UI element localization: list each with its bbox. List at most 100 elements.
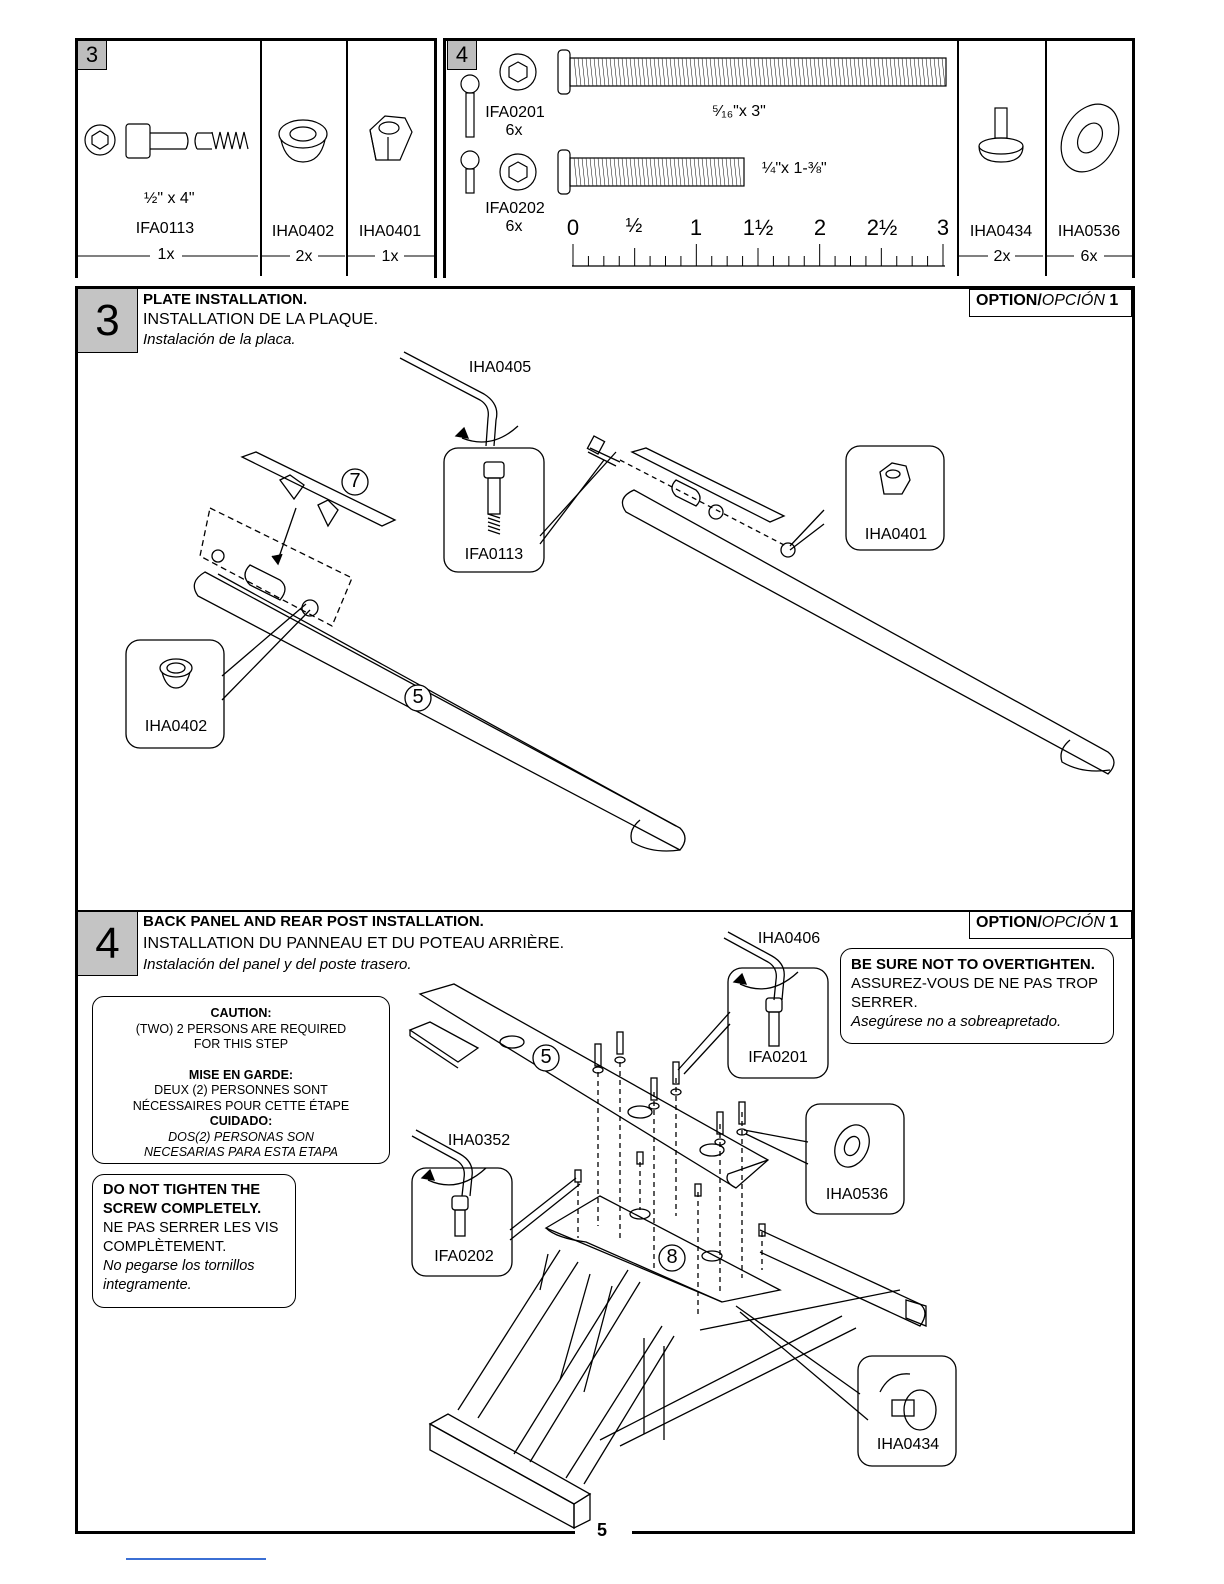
thread-line [645, 157, 650, 187]
hardware-panel-left [75, 38, 437, 278]
thread-line [697, 157, 702, 187]
thread-line [849, 57, 854, 87]
steps-frame [75, 286, 1135, 1534]
thread-line [605, 157, 610, 187]
option-es: OPCIÓN [1041, 292, 1105, 309]
thread-line [637, 157, 642, 187]
thread-line [573, 57, 578, 87]
thread-line [853, 57, 858, 87]
thread-line [725, 57, 730, 87]
thread-line [889, 57, 894, 87]
thread-line [613, 157, 618, 187]
bolt-qty-label: 1x [157, 246, 175, 263]
step4-title-es: Instalación del panel y del poste traser… [143, 956, 412, 973]
hardware-illustrations [78, 49, 1132, 267]
thread-line [661, 157, 666, 187]
overtighten-en: BE SURE NOT TO OVERTIGHTEN. [851, 956, 1095, 973]
thread-line [929, 57, 934, 87]
thread-line [829, 57, 834, 87]
thread-line [681, 157, 686, 187]
glide-code-label: IHA0434 [969, 223, 1033, 240]
no-tighten-fr-2: COMPLÈTEMENT. [103, 1239, 227, 1255]
caution-fr-2: NÉCESSAIRES POUR CETTE ÉTAPE [132, 1098, 350, 1113]
nut-code-label: IHA0401 [358, 223, 422, 240]
ruler-label-2: 2 [813, 215, 827, 240]
thread-line [625, 57, 630, 87]
thread-line [673, 57, 678, 87]
step3-number: 3 [78, 289, 138, 353]
thread-line [669, 157, 674, 187]
thread-line [609, 57, 614, 87]
caution-es-1: DOS(2) PERSONAS SON [168, 1129, 314, 1144]
thread-line [705, 57, 710, 87]
thread-line [597, 57, 602, 87]
thread-line [833, 57, 838, 87]
thread-line [793, 57, 798, 87]
step4-option-badge: OPTION/OPCIÓN 1 [969, 911, 1132, 939]
thread-line [577, 157, 582, 187]
thread-line [713, 57, 718, 87]
thread-line [617, 157, 622, 187]
thread-line [673, 157, 678, 187]
thread-line [813, 57, 818, 87]
thread-line [737, 57, 742, 87]
screw-b-qty: 6x [505, 218, 523, 235]
thread-line [625, 157, 630, 187]
thread-line [877, 57, 882, 87]
screw-a-size: ⁵⁄₁₆"x 3" [712, 103, 766, 120]
thread-line [913, 57, 918, 87]
cap-code-label: IHA0402 [271, 223, 335, 240]
thread-line [773, 57, 778, 87]
overtighten-fr-2: SERRER. [851, 994, 918, 1011]
ruler-label-1-half: 1½ [742, 215, 774, 240]
step3-part-plate: 7 [349, 470, 361, 492]
thread-line [777, 57, 782, 87]
step4-title-en: BACK PANEL AND REAR POST INSTALLATION. [143, 913, 484, 930]
thread-line [785, 57, 790, 87]
no-tighten-box: DO NOT TIGHTEN THE SCREW COMPLETELY. NE … [92, 1174, 296, 1308]
thread-line [837, 57, 842, 87]
thread-line [617, 57, 622, 87]
caution-fr-1: DEUX (2) PERSONNES SONT [154, 1083, 328, 1097]
thread-line [729, 157, 734, 187]
caution-es-2: NECESARIAS PARA ESTA ETAPA [143, 1145, 339, 1159]
thread-line [845, 57, 850, 87]
thread-line [701, 157, 706, 187]
thread-line [769, 57, 774, 87]
thread-line [905, 57, 910, 87]
no-tighten-fr-1: NE PAS SERRER LES VIS [103, 1220, 279, 1236]
thread-line [713, 157, 718, 187]
thread-line [661, 57, 666, 87]
thread-line [733, 57, 738, 87]
thread-line [685, 57, 690, 87]
thread-line [649, 57, 654, 87]
footer-link[interactable] [126, 1558, 266, 1560]
thread-line [825, 57, 830, 87]
step3-part-post: 5 [412, 686, 424, 708]
thread-line [601, 157, 606, 187]
thread-line [885, 57, 890, 87]
thread-line [641, 57, 646, 87]
step4-part-post: 5 [540, 1046, 552, 1068]
hardware-step-number: 3 [77, 40, 107, 70]
thread-line [869, 57, 874, 87]
no-tighten-es-2: integramente. [103, 1277, 192, 1293]
cap-qty-label: 2x [295, 248, 313, 265]
caution-title-en: CAUTION: [210, 1006, 272, 1020]
thread-line [653, 57, 658, 87]
step4-number: 4 [78, 912, 138, 976]
thread-line [725, 157, 730, 187]
thread-line [797, 57, 802, 87]
thread-line [781, 57, 786, 87]
overtighten-box: BE SURE NOT TO OVERTIGHTEN. ASSUREZ-VOUS… [840, 948, 1114, 1044]
thread-line [933, 57, 938, 87]
glide-qty-label: 2x [993, 248, 1011, 265]
thread-line [597, 157, 602, 187]
thread-line [765, 57, 770, 87]
page-number: 5 [597, 1520, 608, 1540]
thread-line [733, 157, 738, 187]
thread-line [761, 57, 766, 87]
step4-tool-a-label: IHA0406 [757, 930, 821, 947]
ruler-label-half: ½ [625, 215, 643, 237]
